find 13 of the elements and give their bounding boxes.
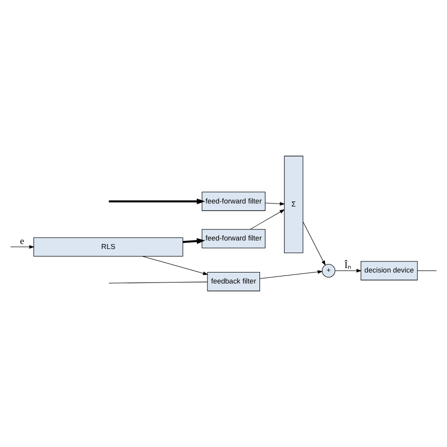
arrow	[264, 202, 286, 206]
arrow	[260, 270, 323, 279]
arrow	[302, 221, 326, 266]
edge-label: Îₙ	[344, 260, 352, 271]
connector	[417, 270, 437, 271]
arrow	[182, 238, 206, 244]
arrow	[142, 256, 208, 276]
arrow	[10, 245, 34, 249]
arrow	[108, 198, 206, 204]
arrow	[250, 209, 285, 230]
connector	[108, 282, 208, 284]
arrow	[335, 268, 362, 273]
edge-label: e	[20, 237, 24, 248]
